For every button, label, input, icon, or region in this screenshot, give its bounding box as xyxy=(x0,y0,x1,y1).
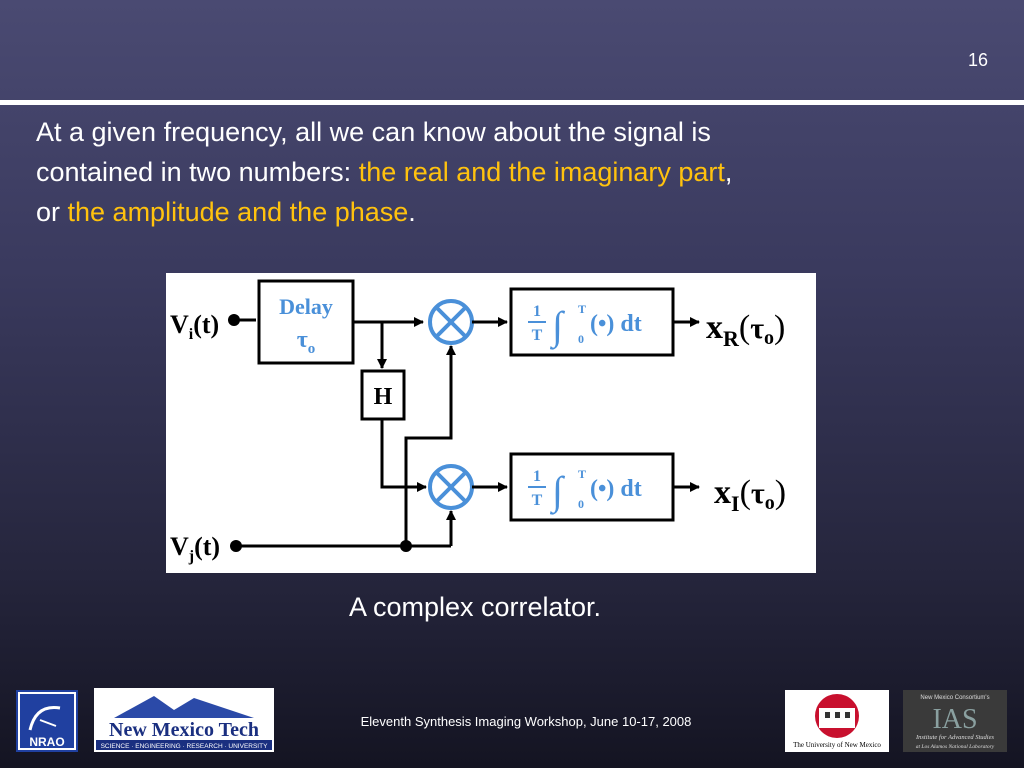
mixer-1-cross-b xyxy=(434,305,468,339)
delay-label: Delay xyxy=(279,294,333,319)
nmt-logo-name: New Mexico Tech xyxy=(109,719,259,741)
period: . xyxy=(408,197,416,227)
ias-logo-line1: Institute for Advanced Studies xyxy=(915,734,995,741)
correlator-diagram: Vi(t) Delay τo H Vj(t) 1 T ∫ T 0 (•) dt xyxy=(166,273,816,573)
nmt-logo: New Mexico Tech SCIENCE · ENGINEERING · … xyxy=(94,688,274,752)
int2-sign: ∫ xyxy=(549,468,566,515)
vj-label: Vj(t) xyxy=(170,532,220,565)
footer-text: Eleventh Synthesis Imaging Workshop, Jun… xyxy=(360,714,692,729)
body-line-3: or the amplitude and the phase. xyxy=(36,192,986,232)
nrao-logo: NRAO xyxy=(16,690,78,752)
output-xi-label: xI(τo) xyxy=(714,474,786,516)
integrator-1-expression: 1 T ∫ T 0 (•) dt xyxy=(528,302,642,350)
ias-logo: New Mexico Consortium's IAS Institute fo… xyxy=(903,690,1007,752)
unm-logo: The University of New Mexico xyxy=(785,690,889,752)
int1-num: 1 xyxy=(533,303,541,320)
mixer-2-cross-b xyxy=(434,470,468,504)
vj-to-mixer1-line xyxy=(404,345,456,546)
body-line-3-prefix: or xyxy=(36,197,68,227)
int1-body: (•) dt xyxy=(590,311,642,337)
int2-num: 1 xyxy=(533,468,541,485)
int2-upper: T xyxy=(578,467,586,481)
int2-lower: 0 xyxy=(578,497,584,511)
nrao-logo-text: NRAO xyxy=(29,735,64,749)
body-line-1: At a given frequency, all we can know ab… xyxy=(36,117,711,147)
int2-body: (•) dt xyxy=(590,476,642,502)
int1-upper: T xyxy=(578,302,586,316)
body-line-2: contained in two numbers: the real and t… xyxy=(36,152,986,192)
highlight-amplitude-phase: the amplitude and the phase xyxy=(67,197,409,227)
body-text: At a given frequency, all we can know ab… xyxy=(36,112,986,232)
delay-tau: τo xyxy=(297,327,316,357)
int1-sign: ∫ xyxy=(549,303,566,350)
h-to-mixer2-line xyxy=(380,419,427,492)
integrator-2-expression: 1 T ∫ T 0 (•) dt xyxy=(528,467,642,515)
int2-den: T xyxy=(532,492,543,509)
nmt-logo-tagline: SCIENCE · ENGINEERING · RESEARCH · UNIVE… xyxy=(101,743,269,750)
ias-logo-mark: IAS xyxy=(932,704,977,735)
ias-logo-top: New Mexico Consortium's xyxy=(920,695,989,701)
ias-logo-line2: at Los Alamos National Laboratory xyxy=(916,744,995,750)
slide-number: 16 xyxy=(967,50,988,70)
int1-den: T xyxy=(532,327,543,344)
title-rule xyxy=(0,100,1024,105)
hilbert-label: H xyxy=(374,384,393,410)
body-line-2-prefix: contained in two numbers: xyxy=(36,157,359,187)
vi-label: Vi(t) xyxy=(170,310,219,343)
int1-lower: 0 xyxy=(578,332,584,346)
comma: , xyxy=(724,157,733,187)
unm-logo-text: The University of New Mexico xyxy=(793,741,881,749)
output-xr-label: xR(τo) xyxy=(706,309,785,351)
diagram-caption: A complex correlator. xyxy=(348,592,602,622)
highlight-real-imaginary: the real and the imaginary part xyxy=(358,157,725,187)
